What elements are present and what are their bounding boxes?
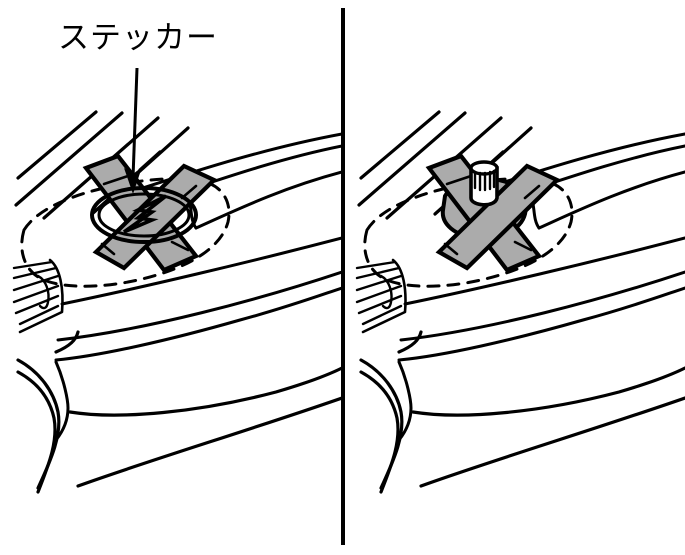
- air-vent-louvers-icon: [12, 258, 64, 334]
- dashboard-top-surface-icon: [54, 236, 342, 354]
- dashboard-top-surface-icon: [397, 236, 685, 354]
- panel-left: ステッカー: [0, 0, 342, 555]
- air-vent-control-tab-icon: [36, 274, 50, 310]
- panel-left-drawing: [12, 110, 342, 494]
- airbag-deployment-area-outline: [363, 177, 574, 288]
- panel-right: [343, 0, 685, 555]
- instrument-cluster-hood-icon: [359, 286, 685, 494]
- sticker-label: ステッカー: [58, 20, 218, 56]
- airbag-deployment-area-outline: [20, 177, 231, 288]
- x-tape-prohibition-mark: [425, 153, 561, 273]
- accessory-cylinder-icon: [469, 160, 499, 207]
- annotation-leader: [124, 67, 142, 194]
- panel-divider: [341, 8, 345, 545]
- panel-right-drawing: [355, 110, 685, 494]
- air-vent-louvers-icon: [355, 258, 407, 334]
- sticker-emblem-icon: [90, 186, 198, 244]
- instrument-cluster-hood-icon: [16, 286, 342, 494]
- air-vent-control-tab-icon: [379, 274, 393, 310]
